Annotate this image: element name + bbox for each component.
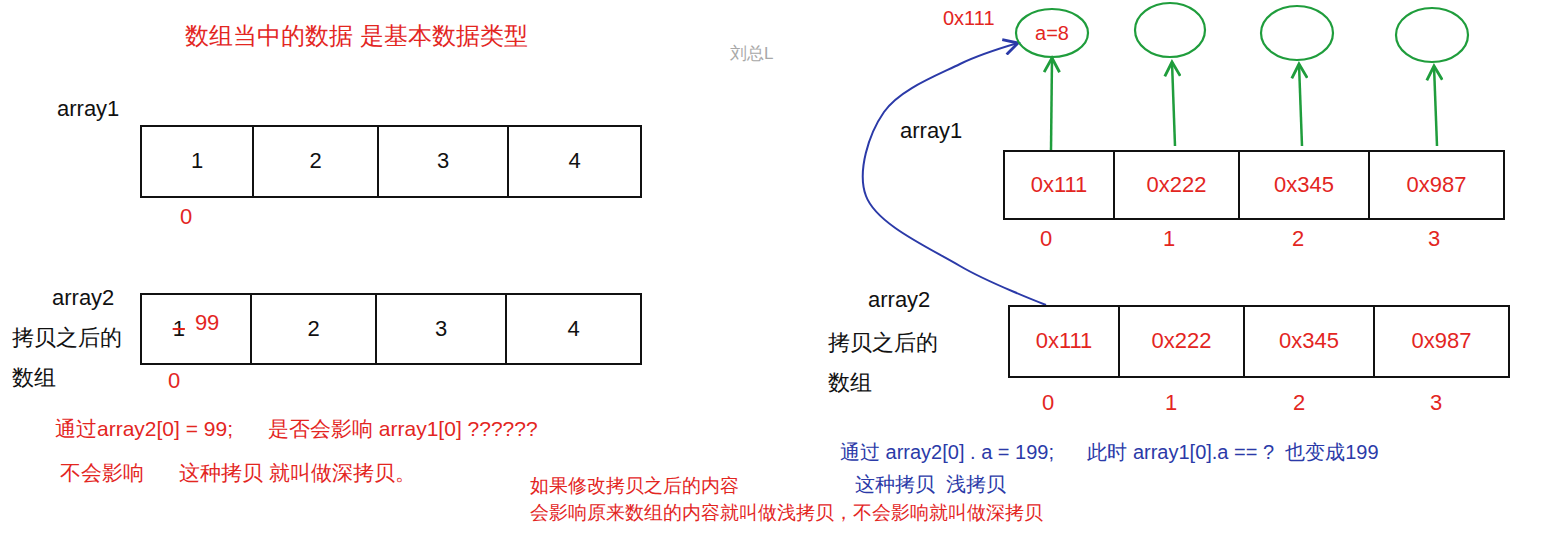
cell-value: 0x111 (1031, 172, 1088, 198)
cell-value: 0x111 (1036, 328, 1093, 354)
cell-value: 0x222 (1147, 172, 1207, 198)
index-number: 0 (180, 204, 192, 230)
index-number: 1 (1165, 390, 1177, 416)
question-note: 通过array2[0] = 99; 是否会影响 array1[0] ?????? (55, 416, 538, 441)
cell-value: 2 (309, 148, 321, 174)
value-cell: 4 (507, 125, 642, 198)
object-circle (1261, 6, 1333, 60)
answer-note: 不会影响 这种拷贝 就叫做深拷贝。 (60, 460, 416, 485)
address-label: 0x111 (943, 6, 995, 30)
index-number: 0 (1042, 390, 1054, 416)
circle-outline (1016, 9, 1088, 57)
value-cell: 2 (252, 125, 379, 198)
array-name: array2 (52, 285, 114, 311)
cell-value: 0x987 (1407, 172, 1467, 198)
reference-cell: 0x111 (1003, 150, 1115, 220)
value-cell: 1 (140, 125, 254, 198)
object-circle: 0x111a=8 (1015, 8, 1089, 58)
reference-cell: 0x987 (1373, 305, 1510, 378)
array-name: array2 (868, 287, 930, 313)
answer-note: 这种拷贝 浅拷贝 (855, 472, 1006, 496)
array-name: array1 (900, 118, 962, 144)
row-caption: 拷贝之后的 数组 (12, 318, 122, 398)
cell-value: 0x987 (1412, 328, 1472, 354)
cell-value: 3 (437, 148, 449, 174)
cell-value: 2 (307, 316, 319, 342)
reference-cell: 0x987 (1368, 150, 1505, 220)
cell-value: 0x345 (1279, 328, 1339, 354)
cell-value: 3 (435, 316, 447, 342)
reference-cell: 0x345 (1238, 150, 1370, 220)
cell-value: 99 (195, 310, 219, 336)
diagram-title: 数组当中的数据 是基本数据类型 (185, 22, 528, 51)
object-circle (1135, 3, 1205, 57)
reference-cell: 0x222 (1118, 305, 1245, 378)
value-cell: 3 (375, 293, 507, 365)
reference-cell: 0x111 (1008, 305, 1120, 378)
reference-cell: 0x345 (1243, 305, 1375, 378)
watermark: 刘总L (730, 44, 773, 64)
value-cell: 3 (377, 125, 509, 198)
index-number: 3 (1430, 390, 1442, 416)
cell-value: 4 (568, 148, 580, 174)
reference-arrow (1051, 58, 1052, 150)
row-caption: 拷贝之后的 数组 (828, 323, 938, 403)
cell-value: 4 (567, 316, 579, 342)
index-number: 0 (1040, 226, 1052, 252)
reference-arrow (1172, 62, 1175, 146)
cell-value: 1 (173, 316, 185, 342)
reference-cell: 0x222 (1113, 150, 1240, 220)
cell-value: 0x345 (1274, 172, 1334, 198)
object-circle (1396, 8, 1468, 62)
index-number: 2 (1292, 226, 1304, 252)
index-number: 0 (168, 368, 180, 394)
value-cell: 4 (505, 293, 642, 365)
index-number: 2 (1293, 390, 1305, 416)
reference-arrow (1299, 64, 1302, 146)
cell-value: 1 (191, 148, 203, 174)
array-name: array1 (57, 96, 119, 122)
value-cell: 1 99 (140, 293, 252, 365)
cell-value: 0x222 (1152, 328, 1212, 354)
value-cell: 2 (250, 293, 377, 365)
index-number: 3 (1428, 226, 1440, 252)
reference-arrow (1434, 66, 1437, 146)
index-number: 1 (1163, 226, 1175, 252)
question-note: 通过 array2[0] . a = 199; 此时 array1[0].a =… (840, 440, 1379, 464)
cell-value: a=8 (1035, 21, 1069, 45)
